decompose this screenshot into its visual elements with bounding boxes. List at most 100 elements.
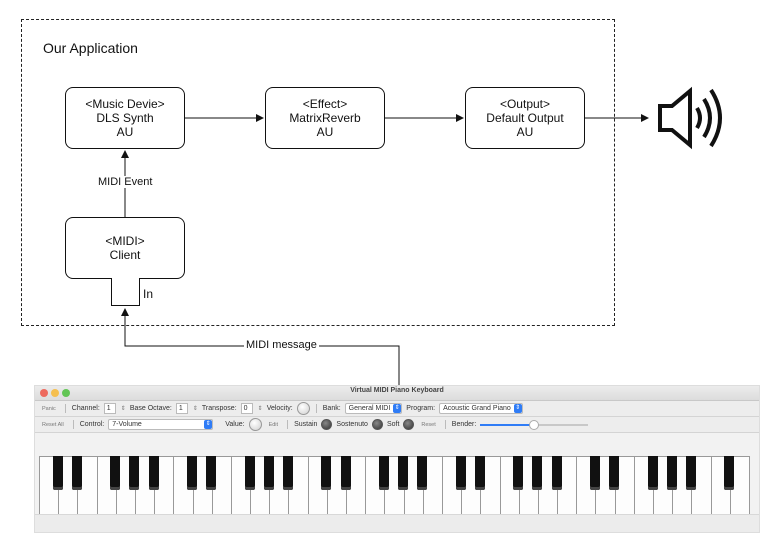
window-title: Virtual MIDI Piano Keyboard: [350, 387, 444, 394]
speaker-icon: [658, 86, 722, 150]
velocity-knob[interactable]: [296, 402, 310, 415]
program-label: Program:: [406, 405, 436, 412]
music-device-node: <Music Devie> DLS Synth AU: [65, 87, 185, 149]
bender-label: Bender:: [451, 421, 477, 428]
sostenuto-label: Sostenuto: [336, 421, 368, 428]
value-label: Value:: [225, 421, 245, 428]
keyboard-footer: [35, 514, 759, 532]
spin-arrows-icon[interactable]: ⇕: [192, 406, 198, 412]
chevron-updown-icon: ⇕: [393, 404, 402, 413]
program-select[interactable]: Acoustic Grand Piano ⇕: [439, 403, 523, 414]
value-knob[interactable]: [248, 418, 262, 431]
toolbar-divider: [315, 404, 317, 413]
sustain-toggle[interactable]: [321, 419, 333, 430]
piano-black-key[interactable]: [340, 456, 351, 490]
piano-black-key[interactable]: [417, 456, 428, 490]
toolbar-divider: [72, 420, 74, 429]
piano-black-key[interactable]: [110, 456, 121, 490]
midi-message-label: MIDI message: [244, 339, 319, 351]
bender-slider-fill: [480, 424, 535, 426]
window-titlebar: Virtual MIDI Piano Keyboard: [35, 386, 759, 401]
piano-black-key[interactable]: [378, 456, 389, 490]
piano-black-key[interactable]: [513, 456, 524, 490]
piano-black-key[interactable]: [129, 456, 140, 490]
control-label: Control:: [79, 421, 105, 428]
piano-black-key[interactable]: [609, 456, 620, 490]
piano-black-key[interactable]: [685, 456, 696, 490]
panic-button[interactable]: Panic: [42, 405, 56, 412]
toolbar-controls: Panic Channel: 1 ⇕ Base Octave: 1 ⇕ Tran…: [35, 401, 759, 417]
channel-label: Channel:: [71, 405, 100, 412]
node-line: <Effect>: [302, 97, 348, 111]
piano-black-key[interactable]: [263, 456, 274, 490]
piano-black-key[interactable]: [282, 456, 293, 490]
application-title: Our Application: [43, 40, 138, 56]
node-line: AU: [116, 125, 134, 139]
reset-button[interactable]: Reset: [421, 421, 436, 428]
sostenuto-toggle[interactable]: [371, 419, 383, 430]
piano-black-key[interactable]: [321, 456, 332, 490]
midi-event-label: MIDI Event: [96, 176, 155, 188]
piano-black-key[interactable]: [398, 456, 409, 490]
piano-black-key[interactable]: [71, 456, 82, 490]
bank-select-value: General MIDI: [348, 405, 391, 412]
toolbar-controllers: Reset All Control: 7-Volume ⇕ Value: Edi…: [35, 417, 759, 433]
piano-black-key[interactable]: [666, 456, 677, 490]
virtual-midi-keyboard-window: Virtual MIDI Piano Keyboard Panic Channe…: [34, 385, 760, 533]
piano-black-key[interactable]: [52, 456, 63, 490]
node-line: AU: [516, 125, 534, 139]
chevron-updown-icon: ⇕: [513, 404, 522, 413]
node-line: <MIDI>: [105, 234, 145, 248]
reset-all-button[interactable]: Reset All: [42, 421, 64, 428]
midi-in-port: [111, 278, 140, 306]
node-line: <Music Devie>: [85, 97, 165, 111]
midi-client-node: <MIDI> Client: [65, 217, 185, 279]
piano-black-key[interactable]: [551, 456, 562, 490]
velocity-label: Velocity:: [266, 405, 293, 412]
control-select[interactable]: 7-Volume ⇕: [108, 419, 214, 430]
piano-black-key[interactable]: [532, 456, 543, 490]
transpose-label: Transpose:: [201, 405, 237, 412]
toolbar-divider: [287, 420, 289, 429]
toolbar-divider: [444, 420, 446, 429]
bender-slider-thumb[interactable]: [529, 420, 540, 430]
in-port-label: In: [143, 287, 154, 301]
piano-black-key[interactable]: [148, 456, 159, 490]
base-octave-label: Base Octave:: [129, 405, 172, 412]
piano-black-key[interactable]: [187, 456, 197, 490]
base-octave-spinbox[interactable]: 1: [175, 403, 188, 414]
program-select-value: Acoustic Grand Piano: [443, 405, 511, 412]
node-line: DLS Synth: [96, 111, 154, 125]
edit-button[interactable]: Edit: [268, 421, 279, 428]
node-line: Default Output: [486, 111, 564, 125]
piano-black-key[interactable]: [589, 456, 600, 490]
transpose-spinbox[interactable]: 0: [240, 403, 253, 414]
piano-black-key[interactable]: [206, 456, 217, 490]
piano-black-key[interactable]: [474, 456, 485, 490]
piano-black-key[interactable]: [647, 456, 658, 490]
piano-black-key[interactable]: [724, 456, 735, 490]
piano-black-key[interactable]: [244, 456, 255, 490]
close-button[interactable]: [40, 389, 48, 397]
node-line: MatrixReverb: [289, 111, 361, 125]
bender-slider[interactable]: [480, 420, 589, 430]
application-boundary: [21, 19, 615, 326]
effect-node: <Effect> MatrixReverb AU: [265, 87, 385, 149]
minimize-button[interactable]: [51, 389, 59, 397]
node-line: Client: [109, 248, 141, 262]
spin-arrows-icon[interactable]: ⇕: [120, 406, 126, 412]
piano-black-key[interactable]: [455, 456, 466, 490]
chevron-updown-icon: ⇕: [204, 420, 213, 429]
channel-spinbox[interactable]: 1: [103, 403, 116, 414]
bank-select[interactable]: General MIDI ⇕: [344, 403, 403, 414]
soft-toggle[interactable]: [403, 419, 415, 430]
output-node: <Output> Default Output AU: [465, 87, 585, 149]
maximize-button[interactable]: [62, 389, 70, 397]
soft-label: Soft: [386, 421, 400, 428]
piano-keyboard[interactable]: [39, 456, 750, 516]
node-line: <Output>: [499, 97, 551, 111]
spin-arrows-icon[interactable]: ⇕: [257, 406, 263, 412]
bender-slider-track: [534, 424, 589, 426]
sustain-label: Sustain: [294, 421, 318, 428]
